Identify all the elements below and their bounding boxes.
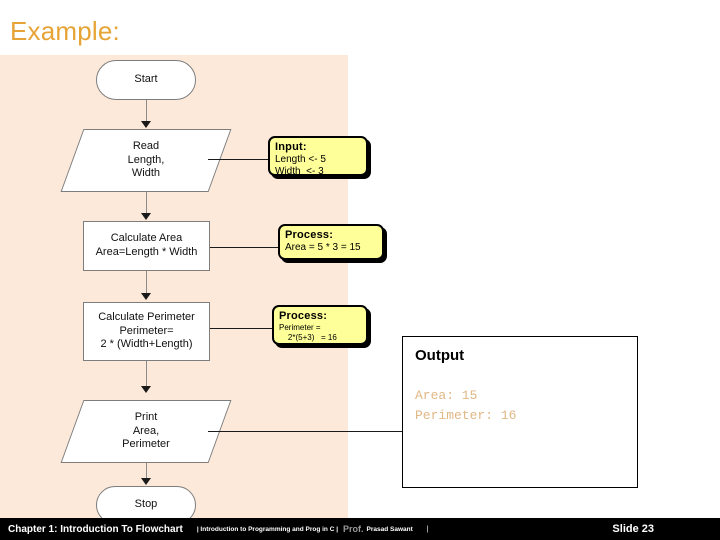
note-process-area-line-1: Area = 5 * 3 = 15 — [285, 241, 361, 253]
note-process-perimeter-line-1: Perimeter = — [279, 322, 321, 332]
arrow-read-to-area — [141, 213, 151, 220]
flowchart-node-read-label: Read Length, Width — [127, 139, 165, 180]
leader-line-area-to-process-note — [210, 247, 278, 248]
flowchart-node-print-label: Print Area, Perimeter — [122, 410, 170, 451]
slide-footer: Chapter 1: Introduction To Flowchart | I… — [0, 518, 720, 540]
note-input: Input: Length <- 5 Width <- 3 — [268, 136, 368, 178]
connector-perimeter-to-print — [146, 361, 147, 389]
footer-prof-label: Prof. — [343, 524, 364, 534]
leader-line-print-to-output-box — [208, 431, 402, 432]
footer-chapter: Chapter 1: Introduction To Flowchart — [8, 523, 183, 535]
arrow-start-to-read — [141, 121, 151, 128]
note-input-line-2: Width <- 3 — [275, 166, 324, 178]
flowchart-node-calculate-perimeter: Calculate Perimeter Perimeter= 2 * (Widt… — [83, 302, 210, 361]
flowchart-node-print: Print Area, Perimeter — [60, 400, 232, 463]
footer-prof-name: Prasad Sawant — [366, 525, 413, 533]
arrow-perimeter-to-print — [141, 386, 151, 393]
note-process-perimeter-line-2: 2*(5+3) = 16 — [279, 333, 337, 343]
connector-read-to-area — [146, 192, 147, 216]
output-console: Output Area: 15 Perimeter: 16 — [402, 336, 638, 488]
page-title: Example: — [10, 16, 120, 46]
note-process-perimeter-title: Process: — [279, 310, 328, 322]
note-process-perimeter: Process: Perimeter = 2*(5+3) = 16 — [272, 305, 368, 345]
flowchart-node-calculate-area-label: Calculate Area Area=Length * Width — [95, 232, 198, 258]
connector-area-to-perimeter — [146, 271, 147, 296]
flowchart-node-stop-label: Stop — [134, 498, 158, 511]
output-title: Output — [415, 347, 465, 364]
footer-course: | Introduction to Programming and Prog i… — [196, 525, 339, 533]
note-process-area-title: Process: — [285, 229, 334, 241]
flowchart-node-start: Start — [96, 60, 196, 100]
connector-print-to-stop — [146, 463, 147, 481]
flowchart-node-read: Read Length, Width — [60, 129, 232, 192]
note-input-line-1: Length <- 5 — [275, 153, 326, 165]
flowchart-diagram: Start Read Length, Width Calculate Area … — [0, 55, 402, 524]
flowchart-node-calculate-area: Calculate Area Area=Length * Width — [83, 221, 210, 271]
arrow-print-to-stop — [141, 478, 151, 485]
output-line-area: Area: 15 — [415, 388, 478, 403]
note-process-area: Process: Area = 5 * 3 = 15 — [278, 224, 384, 260]
output-line-perimeter: Perimeter: 16 — [415, 408, 517, 424]
note-input-title: Input: — [275, 141, 307, 153]
flowchart-node-calculate-perimeter-label: Calculate Perimeter Perimeter= 2 * (Widt… — [98, 310, 195, 351]
leader-line-read-to-input-note — [208, 159, 270, 160]
footer-slide-number: Slide 23 — [612, 523, 654, 535]
arrow-area-to-perimeter — [141, 293, 151, 300]
footer-separator: | — [426, 525, 429, 533]
flowchart-node-stop: Stop — [96, 486, 196, 524]
flowchart-node-start-label: Start — [134, 73, 158, 86]
leader-line-perimeter-to-process-note — [210, 328, 272, 329]
connector-start-to-read — [146, 100, 147, 124]
